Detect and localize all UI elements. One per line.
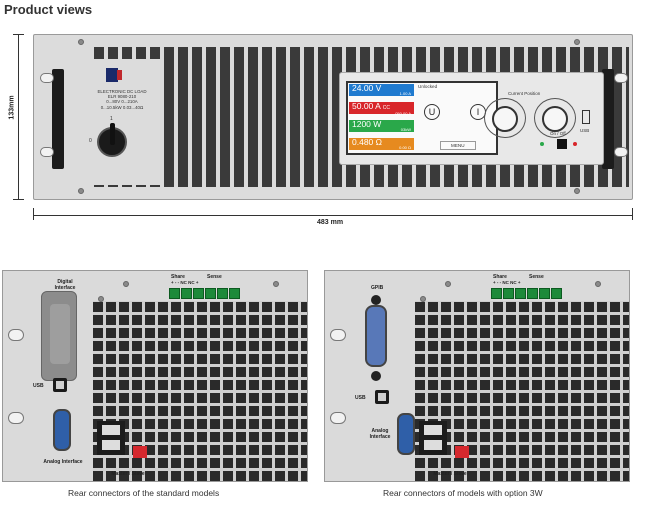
- power-switch[interactable]: [97, 123, 127, 157]
- switch-on-label: 1: [110, 116, 113, 122]
- mount-hole: [614, 73, 628, 83]
- master-slave-label: Master / Slave: [111, 471, 145, 477]
- model-label: ELECTRONIC DC LOAD ELR 9080-210 0...80V …: [97, 89, 147, 110]
- share-terminal[interactable]: [181, 288, 192, 299]
- on-off-button[interactable]: [557, 139, 567, 149]
- screw: [78, 39, 84, 45]
- sense-label: Sense: [529, 274, 544, 280]
- analog-interface-label: Analog Interface: [43, 459, 83, 465]
- brand-logo: [106, 68, 122, 82]
- usb-label: USB: [33, 383, 44, 389]
- share-label: Share: [171, 274, 185, 280]
- gpib-screw: [371, 371, 381, 381]
- sense-terminal[interactable]: [551, 288, 562, 299]
- share-label: Share: [493, 274, 507, 280]
- front-panel: ELECTRONIC DC LOAD ELR 9080-210 0...80V …: [33, 34, 633, 200]
- gpib-screw: [371, 295, 381, 305]
- height-dimension-line: [18, 34, 19, 200]
- dim-tick: [33, 208, 34, 220]
- share-terminal[interactable]: [503, 288, 514, 299]
- sense-terminal[interactable]: [515, 288, 526, 299]
- usb-port[interactable]: [53, 378, 67, 392]
- left-knob-ring: [484, 98, 526, 138]
- onoff-label: On / Off: [550, 131, 566, 136]
- analog-interface-label: Analog Interface: [369, 428, 391, 440]
- left-handle: [52, 69, 64, 169]
- gpib-port[interactable]: [365, 305, 387, 367]
- width-dimension-line: [33, 215, 633, 216]
- dim-tick: [13, 199, 24, 200]
- mount-hole: [330, 329, 346, 341]
- dim-tick: [632, 208, 633, 220]
- sense-label: Sense: [207, 274, 222, 280]
- mount-hole: [8, 412, 24, 424]
- rear-vents: [415, 301, 629, 481]
- rear-vents: [93, 301, 307, 481]
- screw: [445, 281, 451, 287]
- height-dimension-label: 133mm: [8, 95, 16, 120]
- share-terminal[interactable]: [491, 288, 502, 299]
- terminal-signs: + - - NC NC +: [493, 280, 521, 285]
- switch-off-label: 0: [89, 138, 92, 144]
- dim-tick: [13, 34, 24, 35]
- master-slave-port[interactable]: [419, 421, 447, 455]
- rear-panel-3w: Share Sense + - - NC NC + GPIB USB Analo…: [324, 270, 630, 482]
- mount-hole: [8, 329, 24, 341]
- left-rotary-knob[interactable]: [492, 106, 518, 132]
- screw: [420, 296, 426, 302]
- page-title: Product views: [4, 2, 93, 17]
- usb-label: USB: [355, 395, 366, 401]
- sense-terminal[interactable]: [527, 288, 538, 299]
- sense-terminal[interactable]: [217, 288, 228, 299]
- red-led: [573, 142, 577, 146]
- master-slave-label: Master / Slave: [433, 471, 467, 477]
- lcd-u-symbol: U: [424, 104, 440, 120]
- terminal-signs: + - - NC NC +: [171, 280, 199, 285]
- screw: [574, 188, 580, 194]
- gpib-label: GPIB: [371, 285, 384, 291]
- right-rotary-knob[interactable]: [542, 106, 568, 132]
- mount-hole: [40, 73, 54, 83]
- sense-terminal[interactable]: [193, 288, 204, 299]
- share-terminal[interactable]: [169, 288, 180, 299]
- right-knob-ring: [534, 98, 576, 138]
- sense-terminal[interactable]: [229, 288, 240, 299]
- screw: [98, 296, 104, 302]
- mount-hole: [330, 412, 346, 424]
- digital-interface-label: Digital Interface: [54, 279, 76, 291]
- analog-interface-port[interactable]: [397, 413, 415, 455]
- master-slave-port[interactable]: [97, 421, 125, 455]
- termination-dip-switch[interactable]: [133, 446, 147, 458]
- current-position-label: Current Position: [508, 91, 541, 96]
- left-control-area: [86, 59, 162, 185]
- rear-panel-standard: Share Sense + - - NC NC + Digital Interf…: [2, 270, 308, 482]
- screw: [123, 281, 129, 287]
- green-led: [540, 142, 544, 146]
- mount-hole: [614, 147, 628, 157]
- screw: [595, 281, 601, 287]
- width-dimension-label: 483 mm: [317, 219, 344, 226]
- menu-button[interactable]: MENU: [440, 141, 476, 150]
- screw: [574, 39, 580, 45]
- screw: [78, 188, 84, 194]
- digital-interface-slot: [41, 291, 77, 381]
- caption-option-3w: Rear connectors of models with option 3W: [383, 488, 543, 498]
- analog-interface-port[interactable]: [53, 409, 71, 451]
- front-usb-label: USB: [580, 128, 590, 133]
- caption-standard: Rear connectors of the standard models: [68, 488, 220, 498]
- usb-port[interactable]: [375, 390, 389, 404]
- right-handle: [602, 69, 614, 169]
- termination-dip-switch[interactable]: [455, 446, 469, 458]
- sense-terminal[interactable]: [205, 288, 216, 299]
- mount-hole: [40, 147, 54, 157]
- lock-status: Unlocked: [418, 84, 438, 89]
- screw: [273, 281, 279, 287]
- sense-terminal[interactable]: [539, 288, 550, 299]
- front-usb-port: [582, 110, 590, 124]
